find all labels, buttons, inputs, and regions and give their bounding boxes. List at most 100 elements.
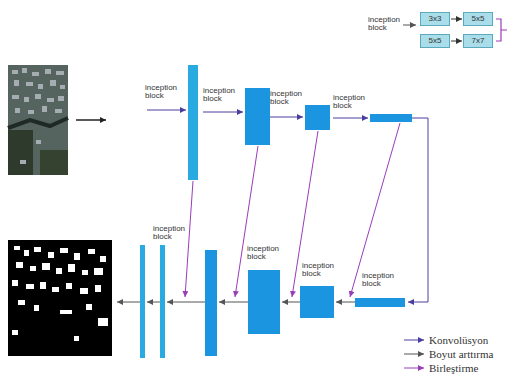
mask-ground: [8, 240, 112, 356]
block-label: inception block: [145, 84, 177, 101]
input-arrow: [76, 119, 106, 121]
mask-building: [60, 248, 68, 253]
block-label: inception block: [362, 272, 394, 289]
conv-arrow: [270, 117, 303, 118]
box-text: 5x5: [429, 37, 442, 45]
upsample-arrow: [167, 302, 205, 303]
mask-building: [30, 266, 36, 271]
vegetation: [40, 150, 68, 175]
building: [38, 84, 43, 89]
mask-building: [82, 270, 88, 275]
building: [12, 70, 18, 74]
box-text: 5x5: [472, 15, 485, 23]
mask-building: [95, 285, 101, 292]
mask-building: [48, 252, 54, 258]
mask-building: [14, 246, 20, 250]
building: [20, 160, 26, 164]
detail-arrow: [403, 25, 416, 26]
building: [55, 109, 62, 113]
block-label: inception block: [247, 245, 279, 262]
building: [24, 97, 29, 102]
mask-building: [34, 247, 41, 252]
feature-map: [140, 245, 145, 358]
block-label: inception block: [270, 90, 302, 107]
river: [8, 118, 68, 128]
building: [14, 80, 19, 86]
feature-map: [355, 298, 405, 307]
layer-box: 5x5: [420, 34, 450, 48]
mask-building: [18, 300, 25, 305]
feature-map: [188, 65, 198, 180]
mask-building: [88, 249, 95, 254]
building: [26, 82, 33, 86]
satellite-image: [8, 65, 68, 175]
building: [47, 98, 54, 102]
mask-building: [12, 280, 18, 286]
feature-map: [205, 250, 217, 356]
feature-map: [305, 105, 330, 130]
layer-box: 7x7: [463, 34, 493, 48]
block-label: inception block: [302, 262, 334, 279]
block-label: inception block: [333, 94, 365, 111]
mask-building: [52, 287, 59, 292]
box-text: 7x7: [472, 37, 485, 45]
buildings: [12, 68, 65, 164]
mask-building: [26, 284, 34, 289]
building: [60, 85, 65, 89]
mask-building: [86, 304, 92, 310]
block-label: inception block: [153, 225, 185, 242]
mask-building: [24, 250, 29, 256]
legend-arrow: [404, 340, 424, 341]
building: [56, 71, 64, 75]
mask-building: [68, 264, 75, 272]
bottleneck-arrow: [408, 118, 428, 302]
flow-arrow: [451, 41, 462, 42]
output-mask: [8, 240, 112, 356]
mask-building: [94, 268, 103, 275]
upsample-arrow: [219, 302, 248, 303]
layer-box: 5x5: [463, 12, 493, 26]
feature-map: [160, 245, 165, 358]
concat-bracket: [496, 19, 507, 41]
skip-arrow: [350, 123, 400, 297]
mask-buildings: [12, 246, 108, 341]
conv-arrow: [203, 112, 243, 113]
feature-map: [300, 286, 334, 318]
layer-box: 3x3: [420, 12, 450, 26]
feature-map: [245, 88, 270, 145]
skip-connections: [185, 123, 400, 297]
flow-arrow: [451, 19, 462, 20]
building: [45, 69, 51, 74]
building: [36, 140, 41, 144]
building: [22, 68, 27, 73]
skip-arrow: [185, 181, 193, 297]
mask-building: [34, 305, 39, 311]
mask-building: [60, 310, 72, 314]
legend-text: Konvolüsyon: [429, 333, 488, 347]
image-ground: [8, 65, 68, 175]
upsample-arrow: [336, 302, 355, 303]
vegetation: [8, 130, 33, 175]
block-label: inception block: [368, 16, 400, 33]
mask-building: [74, 336, 79, 341]
box-text: 3x3: [429, 15, 442, 23]
block-label: inception block: [203, 87, 235, 104]
mask-building: [42, 263, 50, 270]
mask-building: [100, 256, 106, 262]
mask-building: [98, 318, 108, 326]
mask-building: [80, 288, 88, 294]
conv-arrow: [147, 110, 186, 111]
building: [15, 108, 20, 113]
mask-building: [66, 283, 72, 289]
building: [32, 72, 39, 76]
building: [35, 94, 41, 99]
feature-map: [370, 114, 412, 122]
building: [28, 110, 34, 114]
upsample-arrow: [282, 302, 300, 303]
building: [50, 80, 56, 86]
mask-building: [74, 253, 80, 260]
mask-building: [12, 330, 18, 335]
